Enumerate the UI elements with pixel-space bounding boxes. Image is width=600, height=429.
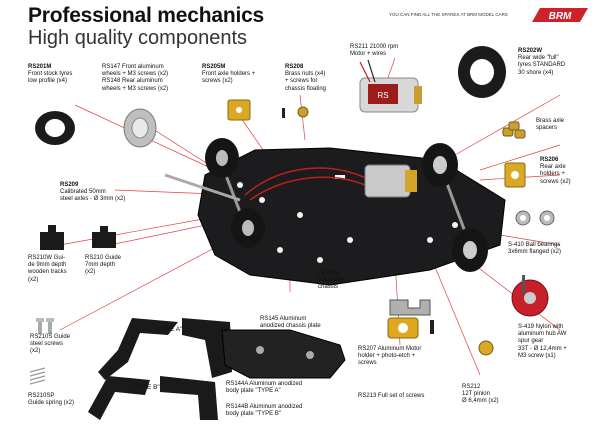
- ball-bearings: [515, 210, 555, 226]
- spare-axle: [164, 173, 241, 202]
- rear-axle-holder: [504, 162, 526, 188]
- motor-label: RS: [377, 91, 388, 100]
- chassis-wheels: [205, 138, 488, 272]
- page-title: Professional mechanics: [28, 4, 265, 27]
- aluminum-wheel: [123, 108, 157, 148]
- pinion: [478, 340, 494, 356]
- chassis-plate: [221, 329, 346, 379]
- front-tyre: [35, 111, 75, 145]
- type-a-label: "TYPE A": [155, 326, 183, 333]
- label-rs213: RS213 Full set of screws: [358, 393, 425, 399]
- brass-spacers: [502, 121, 526, 139]
- front-axle-holder: [227, 99, 251, 121]
- motor-rs211: RS: [359, 59, 422, 113]
- type-b-label: "TYPE B": [132, 384, 160, 391]
- guide-screws: [36, 318, 54, 334]
- guides: [40, 225, 116, 250]
- motor-holder: [387, 299, 434, 339]
- brass-nuts: [282, 106, 309, 118]
- motor-wires: [244, 167, 373, 201]
- motor: [364, 164, 417, 198]
- brand-text: BRM: [549, 11, 572, 22]
- body-plates: "TYPE A" "TYPE B": [88, 318, 232, 420]
- spares-note: YOU CAN FIND ALL THE SPARES AT BRM MODEL…: [389, 12, 508, 17]
- page-subtitle: High quality components: [28, 27, 248, 49]
- brand-logo: BRM: [532, 8, 588, 22]
- rear-tyre: [458, 46, 506, 98]
- spur-gear: [511, 275, 549, 317]
- guide-spring: [29, 367, 46, 385]
